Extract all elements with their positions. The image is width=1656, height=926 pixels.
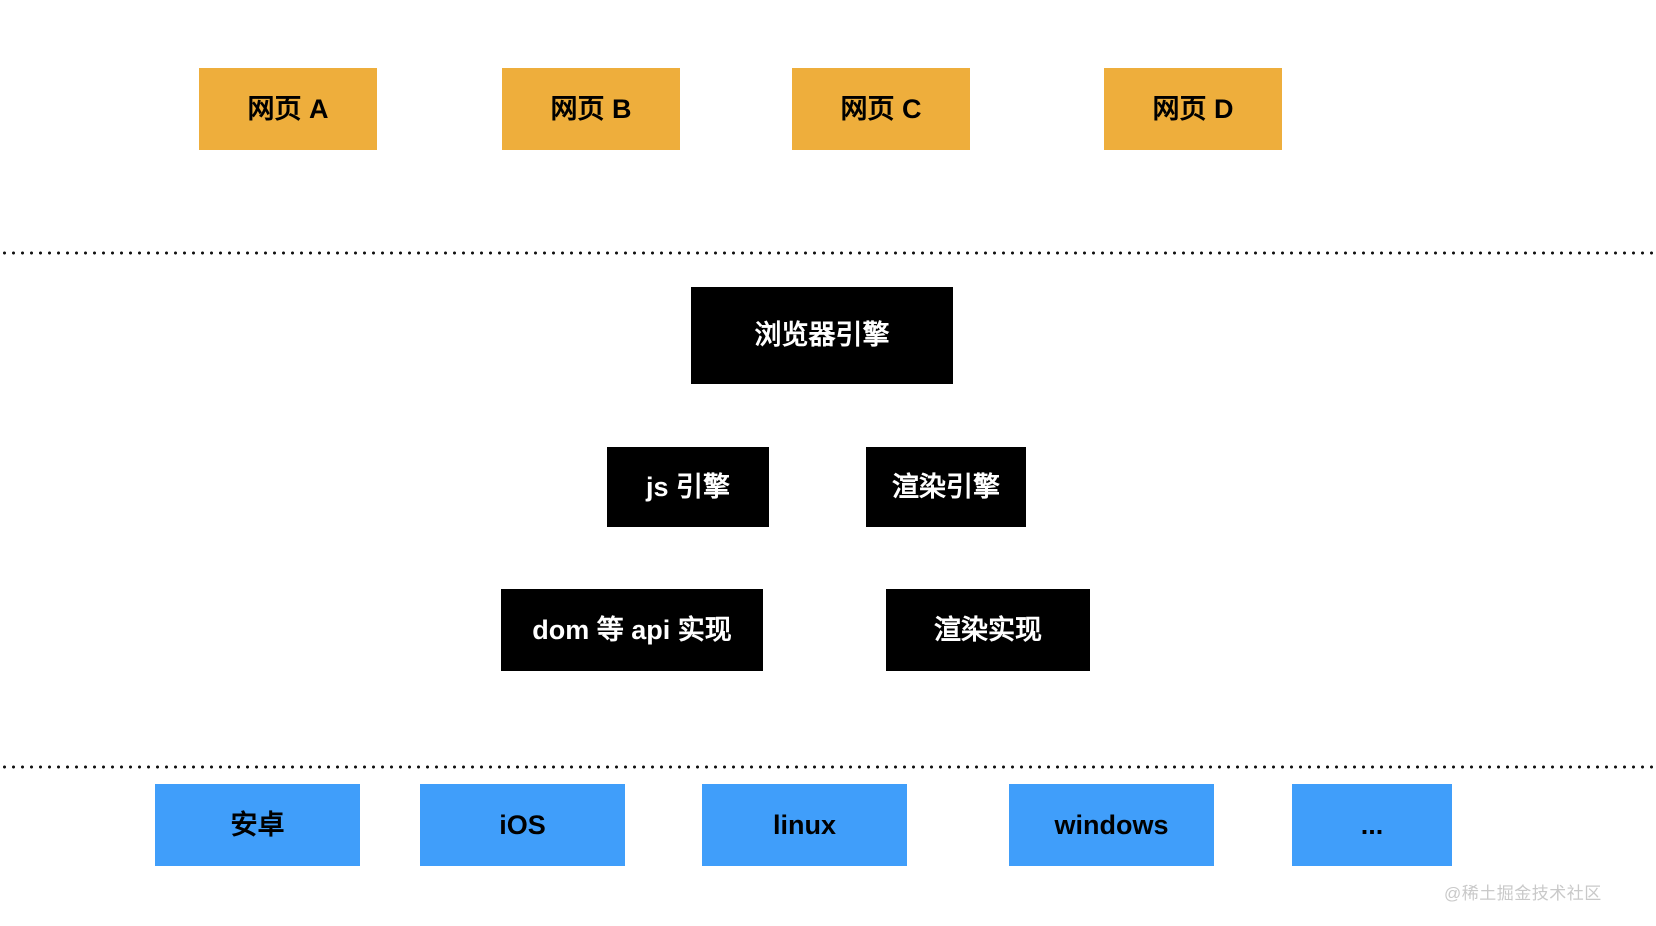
render-engine-box: 渲染引擎 [866,447,1026,527]
dom-api-impl-box: dom 等 api 实现 [501,589,763,671]
web-page-label-b: 网页 B [550,93,632,124]
js-engine-label: js 引擎 [645,471,731,502]
divider-web-engine [0,251,1656,255]
os-label-windows: windows [1054,809,1169,840]
web-page-label-c: 网页 C [840,93,922,124]
divider-engine-os [0,765,1656,769]
js-engine-box: js 引擎 [607,447,769,527]
render-impl-label: 渲染实现 [934,614,1042,645]
web-page-box-d: 网页 D [1104,68,1282,150]
watermark: @稀土掘金技术社区 [1444,884,1602,903]
os-box-windows: windows [1009,784,1214,866]
render-impl-box: 渲染实现 [886,589,1090,671]
os-box-android: 安卓 [155,784,360,866]
render-engine-label: 渲染引擎 [892,471,1000,502]
browser-engine-label: 浏览器引擎 [754,320,890,351]
web-page-label-d: 网页 D [1152,93,1234,124]
os-label-linux: linux [772,809,836,840]
os-label-ios: iOS [499,809,546,840]
web-page-box-c: 网页 C [792,68,970,150]
web-page-box-a: 网页 A [199,68,377,150]
os-box-linux: linux [702,784,907,866]
os-box-ios: iOS [420,784,625,866]
browser-engine-box: 浏览器引擎 [691,287,953,384]
os-label-more: ... [1360,809,1384,840]
os-label-android: 安卓 [230,809,285,840]
web-page-box-b: 网页 B [502,68,680,150]
dom-api-impl-label: dom 等 api 实现 [532,614,732,645]
web-page-label-a: 网页 A [247,93,329,124]
os-box-more: ... [1292,784,1452,866]
